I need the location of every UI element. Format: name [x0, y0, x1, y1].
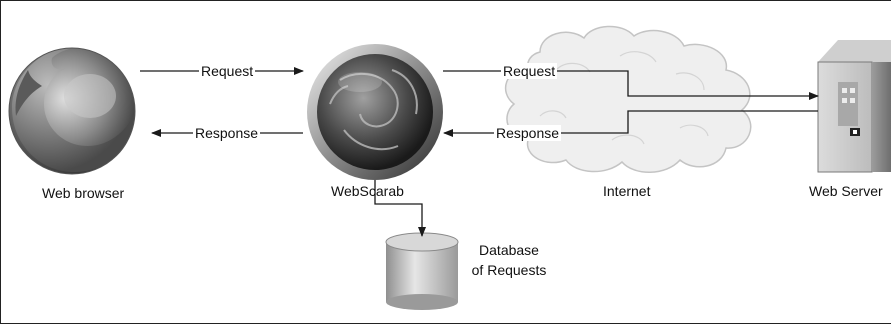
web-browser-caption: Web browser	[42, 185, 125, 201]
webscarab-caption: WebScarab	[331, 183, 404, 199]
database-caption: Database of Requests	[464, 240, 554, 280]
database-icon	[385, 232, 459, 310]
database-caption-line2: of Requests	[471, 262, 547, 278]
web-server-caption: Web Server	[809, 183, 883, 199]
web-browser-icon	[8, 47, 136, 175]
browser-request-label: Request	[199, 63, 256, 79]
browser-response-label: Response	[193, 125, 261, 141]
server-request-label: Request	[501, 63, 558, 79]
webscarab-to-database-arrow	[374, 180, 426, 237]
webscarab-icon	[307, 44, 443, 180]
database-caption-line1: Database	[479, 242, 539, 258]
server-response-label: Response	[494, 125, 562, 141]
web-server-icon	[817, 40, 891, 173]
internet-caption: Internet	[603, 183, 651, 199]
internet-cloud-icon	[504, 25, 752, 173]
